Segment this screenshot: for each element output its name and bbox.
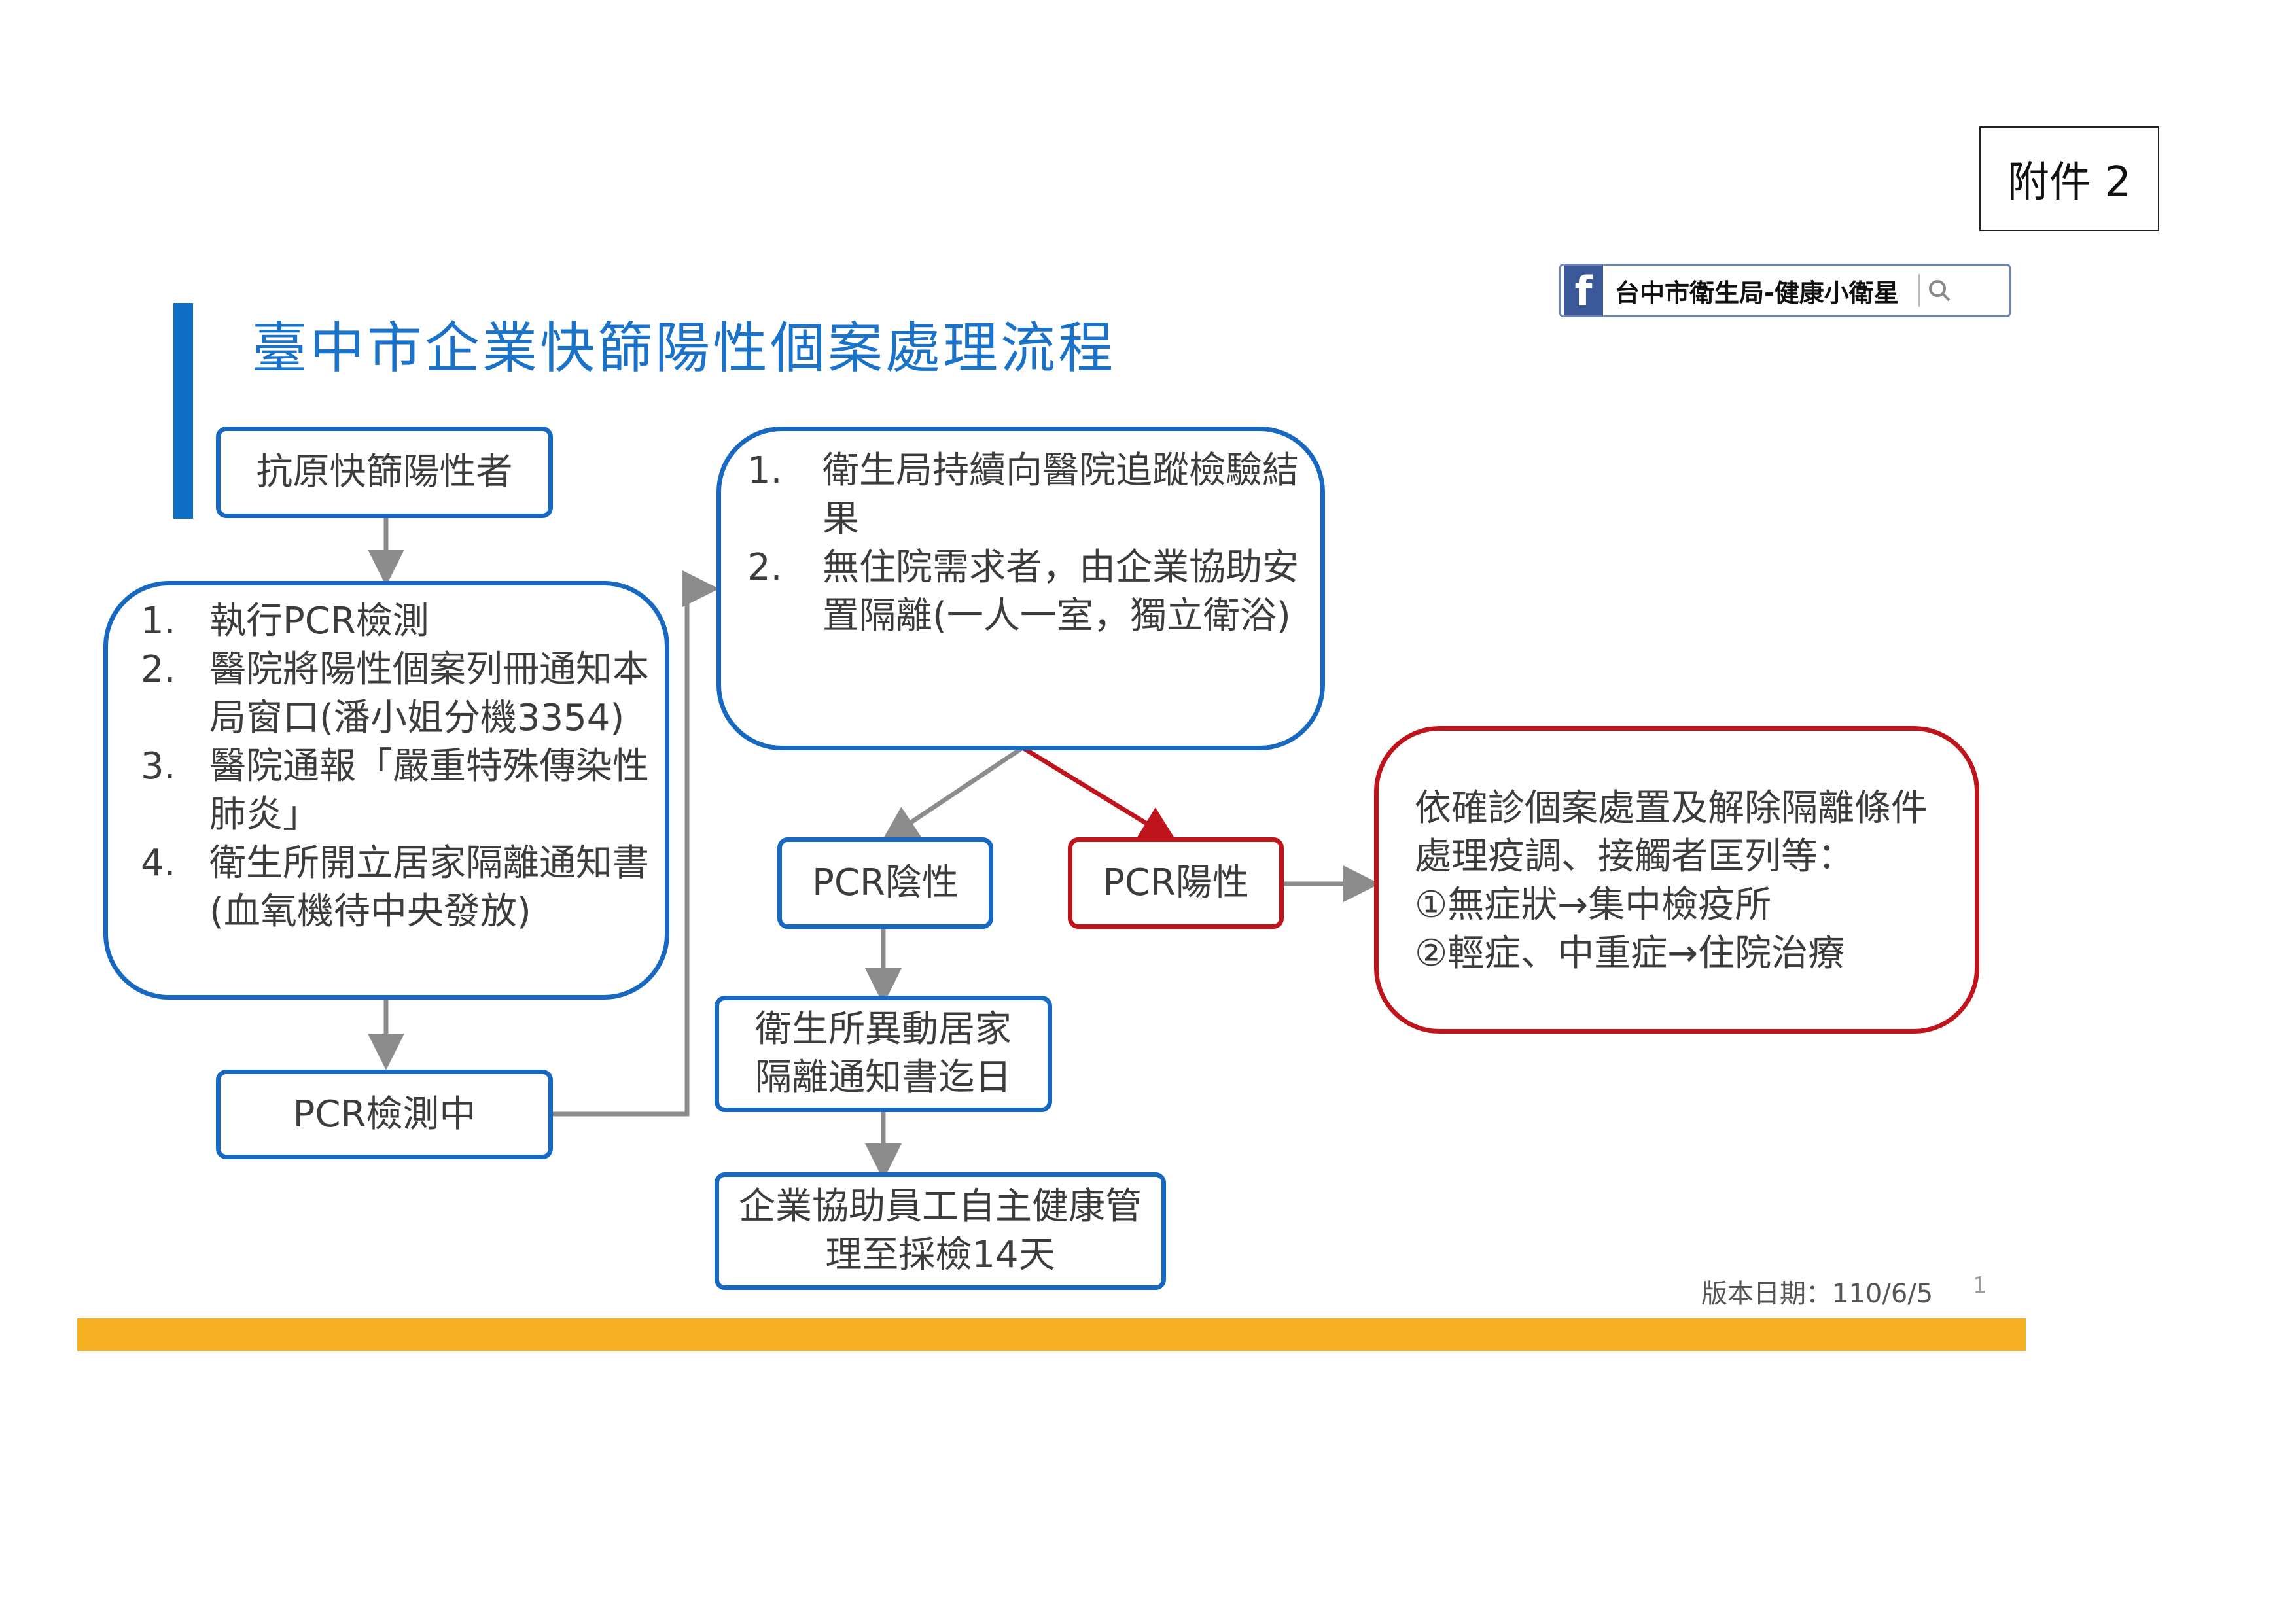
node-pcr-testing: PCR檢測中 — [216, 1070, 553, 1159]
node-pcr-negative: PCR陰性 — [777, 837, 993, 929]
node-health-management-label: 企業協助員工自主健康管理至採檢14天 — [739, 1185, 1142, 1276]
list-item: 3. 醫院通報「嚴重特殊傳染性肺炎」 — [141, 745, 649, 836]
list-item: 1. 衛生局持續向醫院追蹤檢驗結果 — [747, 449, 1299, 540]
arrow-followup-to-positive — [1021, 746, 1177, 843]
node-pcr-testing-label: PCR檢測中 — [292, 1092, 476, 1136]
search-icon[interactable] — [1920, 271, 1959, 310]
list-item: 1. 執行PCR檢測 — [141, 600, 429, 642]
node-change-notice: 衛生所異動居家隔離通知書迄日 — [715, 996, 1052, 1112]
node-pcr-negative-label: PCR陰性 — [812, 862, 959, 904]
arrow-followup-to-negative — [881, 746, 1024, 843]
node-pcr-positive: PCR陽性 — [1068, 837, 1284, 929]
page-number: 1 — [1973, 1272, 1987, 1299]
version-date: 版本日期：110/6/5 — [1701, 1279, 1934, 1309]
node-change-notice-label: 衛生所異動居家隔離通知書迄日 — [755, 1008, 1012, 1099]
node-health-management: 企業協助員工自主健康管理至採檢14天 — [715, 1172, 1166, 1290]
handling-line: 依確診個案處置及解除隔離條件處理疫調、接觸者匡列等： — [1415, 787, 1928, 878]
node-initial-steps: 1. 執行PCR檢測 2. 醫院將陽性個案列冊通知本局窗口(潘小姐分機3354)… — [103, 581, 669, 1000]
node-antigen-positive-label: 抗原快篩陽性者 — [256, 451, 513, 493]
facebook-icon: f — [1564, 266, 1603, 315]
initial-steps-list: 1. 執行PCR檢測 2. 醫院將陽性個案列冊通知本局窗口(潘小姐分機3354)… — [141, 597, 652, 936]
node-pcr-positive-label: PCR陽性 — [1103, 862, 1249, 904]
list-item: 2. 醫院將陽性個案列冊通知本局窗口(潘小姐分機3354) — [141, 648, 649, 739]
node-antigen-positive: 抗原快篩陽性者 — [216, 427, 553, 518]
title-accent-bar — [173, 303, 193, 519]
attachment-label: 附件 2 — [1979, 126, 2159, 231]
handling-line: ②輕症、中重症→住院治療 — [1415, 932, 1845, 975]
facebook-page-name: 台中市衛生局-健康小衛星 — [1615, 278, 1899, 307]
footer-band — [77, 1318, 2026, 1351]
node-followup: 1. 衛生局持續向醫院追蹤檢驗結果 2. 無住院需求者，由企業協助安置隔離(一人… — [716, 427, 1325, 750]
facebook-page-badge[interactable]: f 台中市衛生局-健康小衛星 — [1559, 264, 2011, 317]
list-item: 2. 無住院需求者，由企業協助安置隔離(一人一室，獨立衛浴) — [747, 546, 1299, 637]
flowchart-title: 臺中市企業快篩陽性個案處理流程 — [252, 316, 1116, 380]
followup-list: 1. 衛生局持續向醫院追蹤檢驗結果 2. 無住院需求者，由企業協助安置隔離(一人… — [747, 447, 1301, 640]
list-item: 4. 衛生所開立居家隔離通知書(血氧機待中央發放) — [141, 842, 649, 933]
handling-line: ①無症狀→集中檢疫所 — [1415, 884, 1772, 926]
badge-divider — [1918, 274, 1920, 307]
arrow-testing-to-followup — [550, 570, 719, 1117]
node-confirmed-handling: 依確診個案處置及解除隔離條件處理疫調、接觸者匡列等： ①無症狀→集中檢疫所 ②輕… — [1374, 726, 1979, 1034]
